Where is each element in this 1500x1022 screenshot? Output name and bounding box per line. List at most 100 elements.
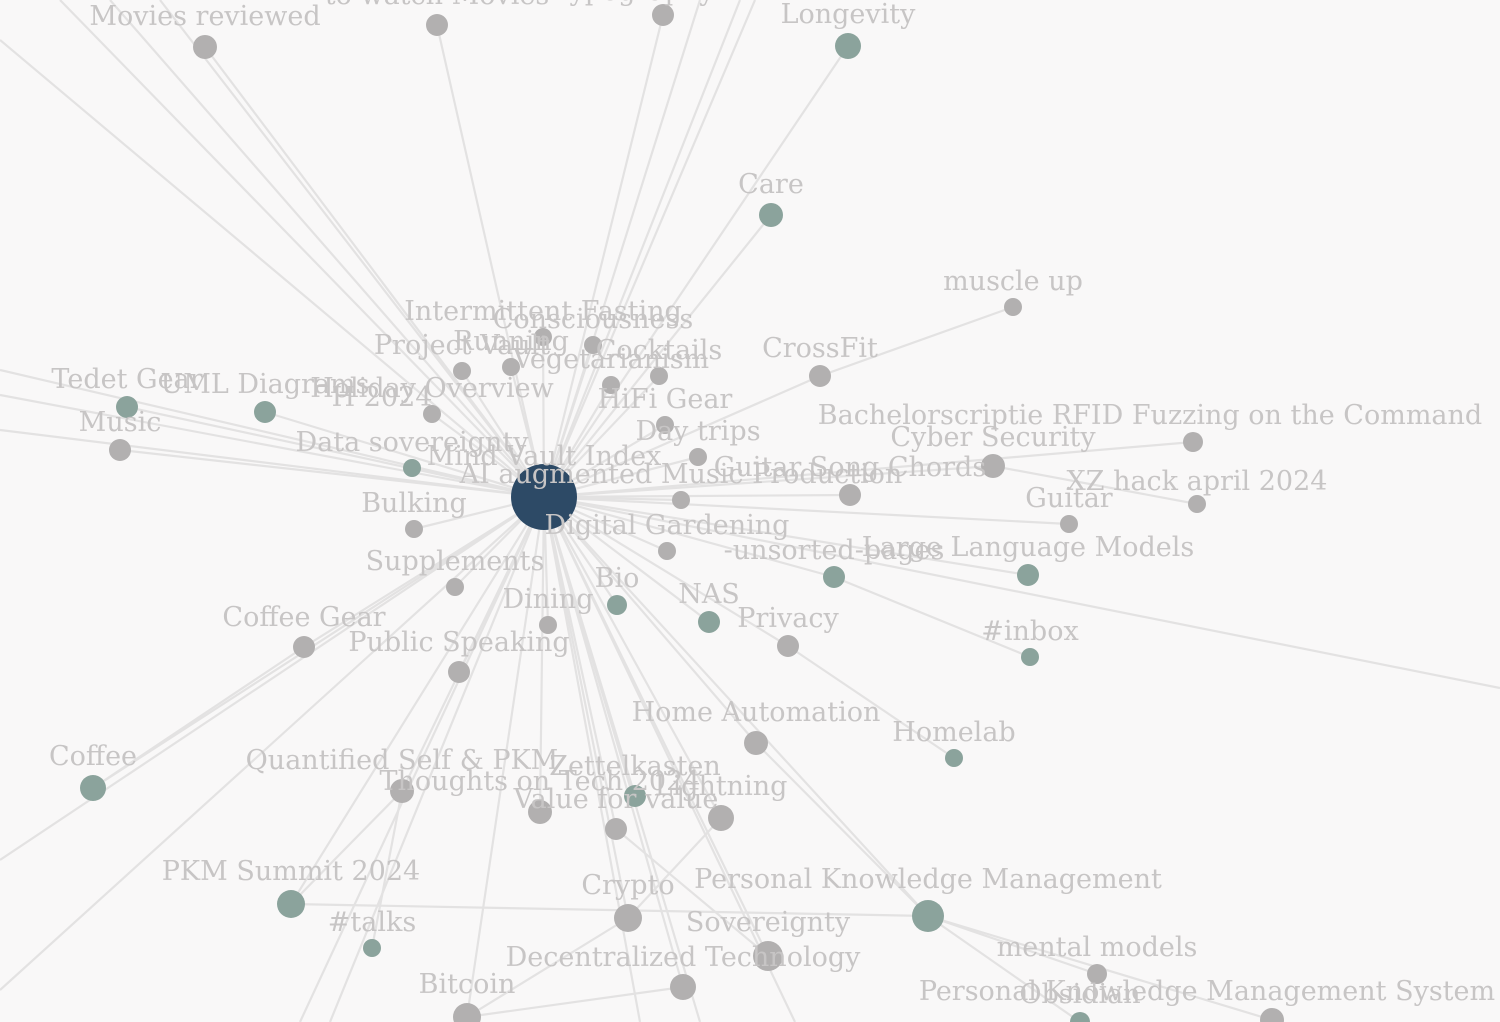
node-label-zettelkasten[interactable]: Zettelkasten bbox=[549, 751, 721, 782]
node-zettelkasten[interactable] bbox=[624, 785, 646, 807]
node-bio[interactable] bbox=[607, 595, 627, 615]
node-label-guitar_chords[interactable]: Guitar Song Chords bbox=[714, 452, 986, 483]
node-bitcoin[interactable] bbox=[453, 1003, 481, 1022]
node-uml[interactable] bbox=[254, 401, 276, 423]
node-label-value_value[interactable]: Value for value bbox=[513, 784, 719, 815]
node-label-project_vault[interactable]: Project Vault bbox=[374, 330, 550, 361]
node-coffee[interactable] bbox=[80, 775, 106, 801]
node-label-decentral[interactable]: Decentralized Technology bbox=[506, 942, 862, 973]
node-label-ai_music[interactable]: AI augmented Music Production bbox=[459, 459, 903, 490]
node-bulking[interactable] bbox=[405, 520, 423, 538]
node-label-digital_garden[interactable]: Digital Gardening bbox=[545, 510, 790, 541]
node-crossfit[interactable] bbox=[809, 365, 831, 387]
node-label-cyber[interactable]: Cyber Security bbox=[890, 422, 1096, 453]
node-label-running[interactable]: Running bbox=[453, 326, 569, 357]
node-privacy[interactable] bbox=[777, 635, 799, 657]
node-cocktails[interactable] bbox=[650, 367, 668, 385]
node-label-lightning[interactable]: Lightning bbox=[655, 771, 788, 802]
node-public_speaking[interactable] bbox=[448, 661, 470, 683]
node-label-bitcoin[interactable]: Bitcoin bbox=[419, 969, 516, 1000]
node-label-bio[interactable]: Bio bbox=[595, 563, 640, 594]
node-label-care[interactable]: Care bbox=[738, 169, 804, 200]
node-coffee_gear[interactable] bbox=[293, 636, 315, 658]
node-homelab[interactable] bbox=[945, 749, 963, 767]
node-vegetarianism[interactable] bbox=[602, 376, 620, 394]
node-label-to_watch[interactable]: to watch Movies bbox=[325, 0, 549, 11]
node-label-muscle_up[interactable]: muscle up bbox=[943, 266, 1083, 297]
node-label-consciousness[interactable]: Consciousness bbox=[493, 304, 694, 335]
node-label-qs_pkm[interactable]: Quantified Self & PKM bbox=[246, 745, 559, 776]
node-pkm_summit[interactable] bbox=[277, 890, 305, 918]
node-pkm_system[interactable] bbox=[1260, 1008, 1284, 1022]
node-label-pkm[interactable]: Personal Knowledge Management bbox=[694, 864, 1162, 895]
node-label-nas[interactable]: NAS bbox=[678, 579, 740, 610]
node-label-llm[interactable]: Large Language Models bbox=[862, 532, 1194, 563]
node-label-public_speaking[interactable]: Public Speaking bbox=[348, 627, 569, 658]
node-unsorted[interactable] bbox=[823, 566, 845, 588]
node-label-dining[interactable]: Dining bbox=[503, 584, 594, 615]
node-muscle_up[interactable] bbox=[1004, 298, 1022, 316]
node-obsidian[interactable] bbox=[1070, 1012, 1090, 1022]
node-label-mind_vault[interactable]: Mind Vault Index bbox=[427, 441, 662, 472]
node-value_value[interactable] bbox=[605, 818, 627, 840]
node-guitar[interactable] bbox=[1060, 515, 1078, 533]
node-music[interactable] bbox=[109, 439, 131, 461]
node-label-pkm_summit[interactable]: PKM Summit 2024 bbox=[162, 856, 420, 887]
node-label-thoughts_tech[interactable]: Thoughts on Tech 2024 bbox=[380, 766, 701, 797]
node-hifi[interactable] bbox=[656, 416, 674, 434]
node-label-obsidian[interactable]: Obsidian bbox=[1019, 979, 1140, 1010]
node-dining[interactable] bbox=[539, 616, 557, 634]
node-sovereignty[interactable] bbox=[753, 941, 783, 971]
node-xz[interactable] bbox=[1188, 495, 1206, 513]
node-label-sovereignty[interactable]: Sovereignty bbox=[686, 907, 851, 938]
node-llm[interactable] bbox=[1017, 564, 1039, 586]
node-label-homelab[interactable]: Homelab bbox=[892, 717, 1015, 748]
node-label-movies_reviewed[interactable]: Movies reviewed bbox=[89, 1, 320, 32]
node-care[interactable] bbox=[759, 203, 783, 227]
node-label-xz[interactable]: XZ hack april 2024 bbox=[1067, 466, 1328, 497]
node-hub[interactable] bbox=[511, 464, 577, 530]
node-supplements[interactable] bbox=[446, 578, 464, 596]
node-label-mental_models[interactable]: mental models bbox=[997, 932, 1198, 963]
node-label-pkm_system[interactable]: Personal Knowledge Management System bbox=[919, 976, 1495, 1007]
node-label-crossfit[interactable]: CrossFit bbox=[762, 333, 878, 364]
node-label-longevity[interactable]: Longevity bbox=[781, 0, 917, 30]
node-label-h2024[interactable]: H 2024 bbox=[332, 382, 433, 413]
node-label-day_trips[interactable]: Day trips bbox=[635, 416, 760, 447]
node-label-privacy[interactable]: Privacy bbox=[737, 603, 839, 634]
node-inbox[interactable] bbox=[1021, 648, 1039, 666]
node-decentral[interactable] bbox=[670, 974, 696, 1000]
node-holiday[interactable] bbox=[423, 405, 441, 423]
node-label-cocktails[interactable]: Cocktails bbox=[596, 335, 722, 366]
node-crypto[interactable] bbox=[614, 904, 642, 932]
node-label-talks[interactable]: #talks bbox=[328, 907, 416, 938]
node-label-crypto[interactable]: Crypto bbox=[581, 870, 674, 901]
node-label-typography[interactable]: Typography bbox=[551, 0, 715, 7]
node-typography[interactable] bbox=[652, 4, 674, 26]
node-guitar_chords[interactable] bbox=[839, 484, 861, 506]
node-label-vegetarianism[interactable]: Vegetarianism bbox=[512, 344, 709, 375]
node-cyber[interactable] bbox=[981, 454, 1005, 478]
node-thoughts_tech[interactable] bbox=[528, 800, 552, 824]
node-label-data_sov[interactable]: Data sovereignty bbox=[296, 427, 530, 458]
node-label-coffee[interactable]: Coffee bbox=[49, 741, 137, 772]
node-project_vault[interactable] bbox=[453, 362, 471, 380]
node-longevity[interactable] bbox=[835, 33, 861, 59]
node-day_trips[interactable] bbox=[689, 448, 707, 466]
node-ai_music[interactable] bbox=[672, 491, 690, 509]
node-intermittent[interactable] bbox=[534, 328, 552, 346]
node-talks[interactable] bbox=[363, 939, 381, 957]
node-label-uml[interactable]: UML Diagrams bbox=[160, 369, 369, 400]
node-label-home_auto[interactable]: Home Automation bbox=[632, 697, 881, 728]
node-nas[interactable] bbox=[698, 611, 720, 633]
node-consciousness[interactable] bbox=[584, 336, 602, 354]
node-label-intermittent[interactable]: Intermittent Fasting bbox=[404, 296, 682, 327]
node-label-unsorted[interactable]: -unsorted-pages bbox=[724, 535, 945, 566]
node-data_sov[interactable] bbox=[403, 459, 421, 477]
node-label-supplements[interactable]: Supplements bbox=[366, 546, 545, 577]
node-label-music[interactable]: Music bbox=[79, 407, 162, 438]
node-label-holiday[interactable]: Holiday Overview bbox=[310, 373, 554, 404]
node-qs_pkm[interactable] bbox=[390, 779, 414, 803]
